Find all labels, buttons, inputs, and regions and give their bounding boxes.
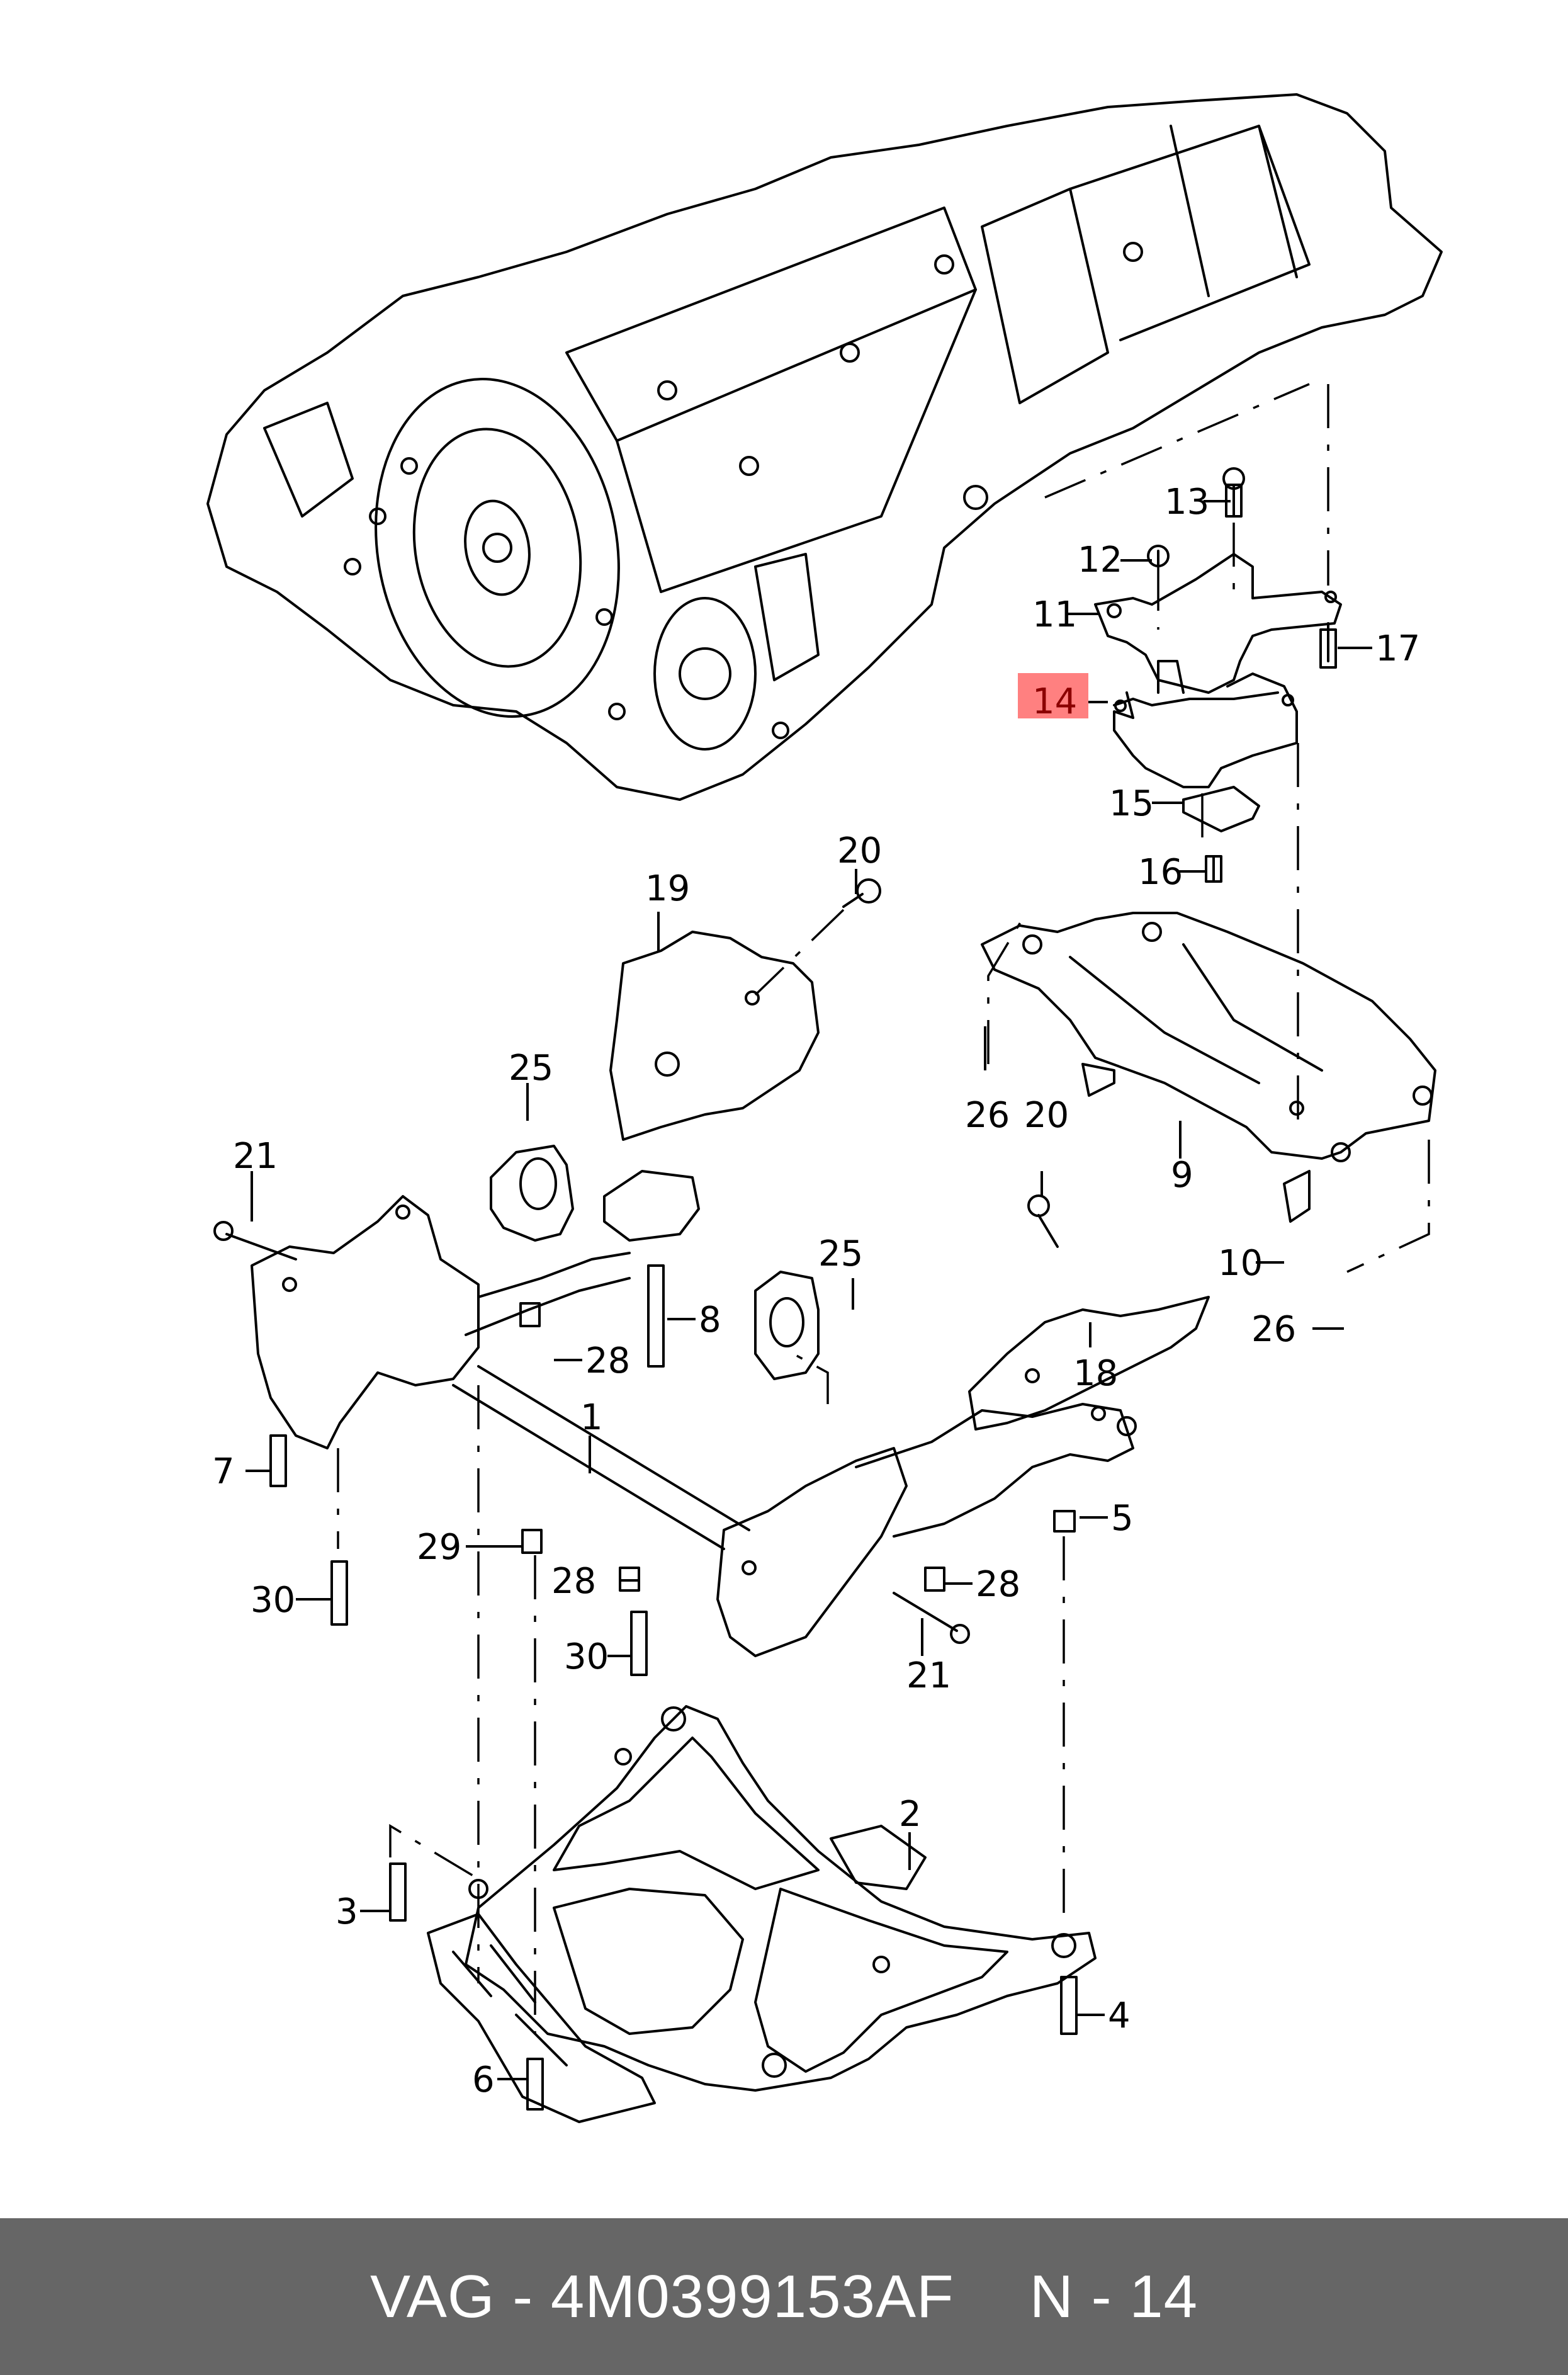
- callout-16[interactable]: 16: [1138, 852, 1183, 893]
- callout-19[interactable]: 19: [645, 868, 690, 909]
- transmission-drawing: [206, 93, 1443, 801]
- brand-label: VAG: [369, 2262, 495, 2330]
- callout-15[interactable]: 15: [1109, 783, 1154, 824]
- parts-diagram: 13 12 11 14 15 16 17 19 20 26 20 9 10 26…: [206, 93, 1443, 2123]
- callout-17[interactable]: 17: [1375, 628, 1420, 669]
- subframe-drawing: [213, 1195, 1137, 2034]
- callout-28-b[interactable]: 28: [551, 1561, 596, 1602]
- callout-3[interactable]: 3: [336, 1891, 358, 1932]
- callout-25-left[interactable]: 25: [509, 1048, 553, 1089]
- callout-26-right[interactable]: 26: [1251, 1309, 1296, 1350]
- callout-11[interactable]: 11: [1032, 594, 1077, 635]
- callout-8[interactable]: 8: [699, 1300, 721, 1341]
- callout-12[interactable]: 12: [1078, 540, 1122, 581]
- callout-18[interactable]: 18: [1073, 1353, 1118, 1394]
- position-separator: -: [1091, 2262, 1112, 2330]
- callout-20-mid[interactable]: 20: [1024, 1095, 1069, 1136]
- underbody-guard-drawing: [389, 1705, 1097, 2123]
- callout-10[interactable]: 10: [1218, 1243, 1263, 1284]
- callout-21-left[interactable]: 21: [233, 1136, 278, 1177]
- part-info-footer: VAG - 4M0399153AF N - 14: [0, 2218, 1568, 2375]
- callout-6[interactable]: 6: [472, 2060, 495, 2100]
- callout-7[interactable]: 7: [212, 1451, 235, 1492]
- callout-26-left[interactable]: 26: [965, 1095, 1010, 1136]
- engine-mounts-drawing: [490, 1145, 820, 1380]
- position-label: N: [1029, 2262, 1074, 2330]
- heat-shields-drawing: [609, 878, 1210, 1431]
- callout-25-right[interactable]: 25: [818, 1233, 863, 1274]
- callout-20-top[interactable]: 20: [837, 830, 882, 871]
- position-value: 14: [1129, 2262, 1199, 2330]
- callout-9[interactable]: 9: [1171, 1155, 1193, 1196]
- callout-29[interactable]: 29: [417, 1527, 461, 1568]
- callout-2[interactable]: 2: [899, 1794, 922, 1835]
- callout-30-left[interactable]: 30: [251, 1580, 295, 1621]
- callout-28-a[interactable]: 28: [585, 1341, 630, 1381]
- callout-13[interactable]: 13: [1165, 482, 1209, 523]
- callout-labels: 13 12 11 14 15 16 17 19 20 26 20 9 10 26…: [212, 482, 1420, 2100]
- highlight-box: [1018, 673, 1088, 718]
- part-number: 4M0399153AF: [550, 2262, 954, 2330]
- callout-14[interactable]: 14: [1032, 681, 1077, 722]
- callout-4[interactable]: 4: [1108, 1995, 1131, 2036]
- callout-5[interactable]: 5: [1111, 1498, 1134, 1539]
- callout-leaders: [245, 500, 1372, 2080]
- callout-28-c[interactable]: 28: [976, 1564, 1020, 1605]
- brand-separator: -: [512, 2262, 534, 2330]
- mount-assembly-drawing: [1094, 467, 1342, 1121]
- callout-1[interactable]: 1: [580, 1397, 603, 1438]
- callout-30-mid[interactable]: 30: [564, 1636, 609, 1677]
- crossmember-drawing: [981, 912, 1436, 1273]
- callout-21-right[interactable]: 21: [906, 1655, 951, 1696]
